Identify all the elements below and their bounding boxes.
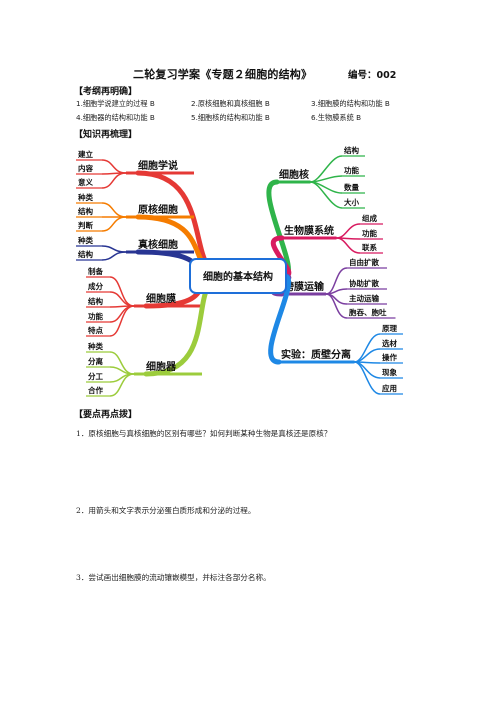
leaf-label: 选材: [382, 338, 397, 348]
mind-map: 细胞学说建立内容意义原核细胞种类结构判断真核细胞种类结构细胞膜制备成分结构功能特…: [76, 145, 403, 397]
leaf-connector: [336, 223, 361, 239]
leaf-label: 功能: [362, 228, 377, 238]
leaf-connector: [101, 251, 127, 261]
section-heading-syllabus: 【考纲再明确】: [74, 87, 138, 97]
leaf-connector: [310, 181, 343, 209]
page-title: 二轮复习学案《专题２细胞的结构》: [133, 68, 313, 81]
leaf-label: 内容: [78, 163, 93, 173]
section-heading-knowledge: 【知识再梳理】: [74, 130, 138, 140]
leaf-label: 种类: [87, 341, 103, 351]
leaf-label: 判断: [78, 220, 93, 230]
center-node: [189, 258, 287, 294]
leaf-label: 功能: [88, 311, 103, 321]
branch-label: 跨膜运输: [284, 280, 325, 293]
question-item: 1．原核细胞与真核细胞的区别有哪些？如何判断某种生物是真核还是原核？: [76, 429, 332, 438]
leaf-connector: [101, 216, 127, 232]
branch-label: 生物膜系统: [284, 224, 334, 237]
leaf-label: 功能: [344, 165, 359, 175]
objective-item: 6.生物膜系统 B: [311, 113, 362, 122]
leaf-label: 数量: [344, 182, 359, 192]
leaf-label: 结构: [88, 296, 103, 306]
leaf-connector: [109, 276, 135, 307]
leaf-connector: [310, 175, 343, 183]
leaf-label: 大小: [344, 197, 359, 207]
leaf-label: 合作: [88, 385, 103, 395]
leaf-connector: [109, 373, 135, 397]
leaf-connector: [354, 333, 381, 363]
leaf-label: 制备: [88, 266, 103, 276]
leaf-label: 自由扩散: [349, 257, 379, 267]
leaf-label: 结构: [344, 145, 359, 155]
leaf-connector: [354, 361, 381, 395]
question-item: 2．用箭头和文字表示分泌蛋白质形成和分泌的过程。: [76, 506, 256, 515]
branch-label: 原核细胞: [138, 203, 178, 216]
branch-label: 细胞器: [146, 360, 177, 373]
branch-label: 真核细胞: [138, 238, 178, 251]
leaf-label: 应用: [382, 383, 397, 393]
objective-item: 5.细胞核的结构和功能 B: [191, 113, 270, 122]
objective-item: 2.原核细胞和真核细胞 B: [191, 99, 270, 108]
branch-connector: [268, 273, 292, 365]
leaf-label: 分工: [88, 371, 103, 381]
leaf-connector: [325, 293, 348, 319]
branch-label: 细胞学说: [138, 159, 178, 172]
question-item: 3．尝试画出细胞膜的流动镶嵌模型，并标注各部分名称。: [76, 573, 271, 582]
leaf-label: 特点: [88, 325, 103, 335]
section-heading-key-points: 【要点再点拨】: [74, 410, 138, 420]
objective-item: 3.细胞膜的结构和功能 B: [311, 99, 390, 108]
leaf-connector: [101, 172, 127, 189]
leaf-label: 种类: [77, 192, 93, 202]
leaf-connector: [109, 305, 135, 337]
leaf-label: 原理: [382, 324, 397, 333]
branch-label: 细胞核: [279, 168, 309, 181]
leaf-label: 组成: [362, 213, 377, 223]
leaf-label: 建立: [77, 149, 93, 159]
center-node-label: 细胞的基本结构: [203, 270, 273, 283]
leaf-connector: [325, 267, 348, 295]
branch-label: 细胞膜: [146, 292, 176, 305]
leaf-label: 种类: [77, 235, 93, 245]
leaf-label: 联系: [362, 242, 377, 252]
leaf-connector: [101, 245, 127, 253]
leaf-label: 操作: [382, 352, 397, 362]
leaf-connector: [336, 237, 361, 254]
leaf-label: 结构: [78, 206, 93, 216]
objective-item: 4.细胞器的结构和功能 B: [76, 113, 155, 122]
leaf-label: 结构: [78, 249, 93, 259]
document-code: 编号：002: [348, 70, 397, 81]
leaf-connector: [101, 159, 127, 174]
leaf-label: 协助扩散: [349, 278, 379, 288]
leaf-connector: [325, 288, 348, 295]
leaf-label: 成分: [88, 281, 103, 291]
leaf-label: 意义: [78, 177, 93, 187]
leaf-label: 现象: [382, 367, 397, 377]
leaf-label: 胞吞、胞吐: [348, 307, 387, 317]
objective-item: 1.细胞学说建立的过程 B: [76, 99, 155, 108]
leaf-label: 分离: [88, 356, 103, 366]
leaf-label: 主动运输: [349, 293, 379, 303]
branch-label: 实验：质壁分离: [281, 348, 351, 361]
leaf-connector: [101, 202, 127, 218]
